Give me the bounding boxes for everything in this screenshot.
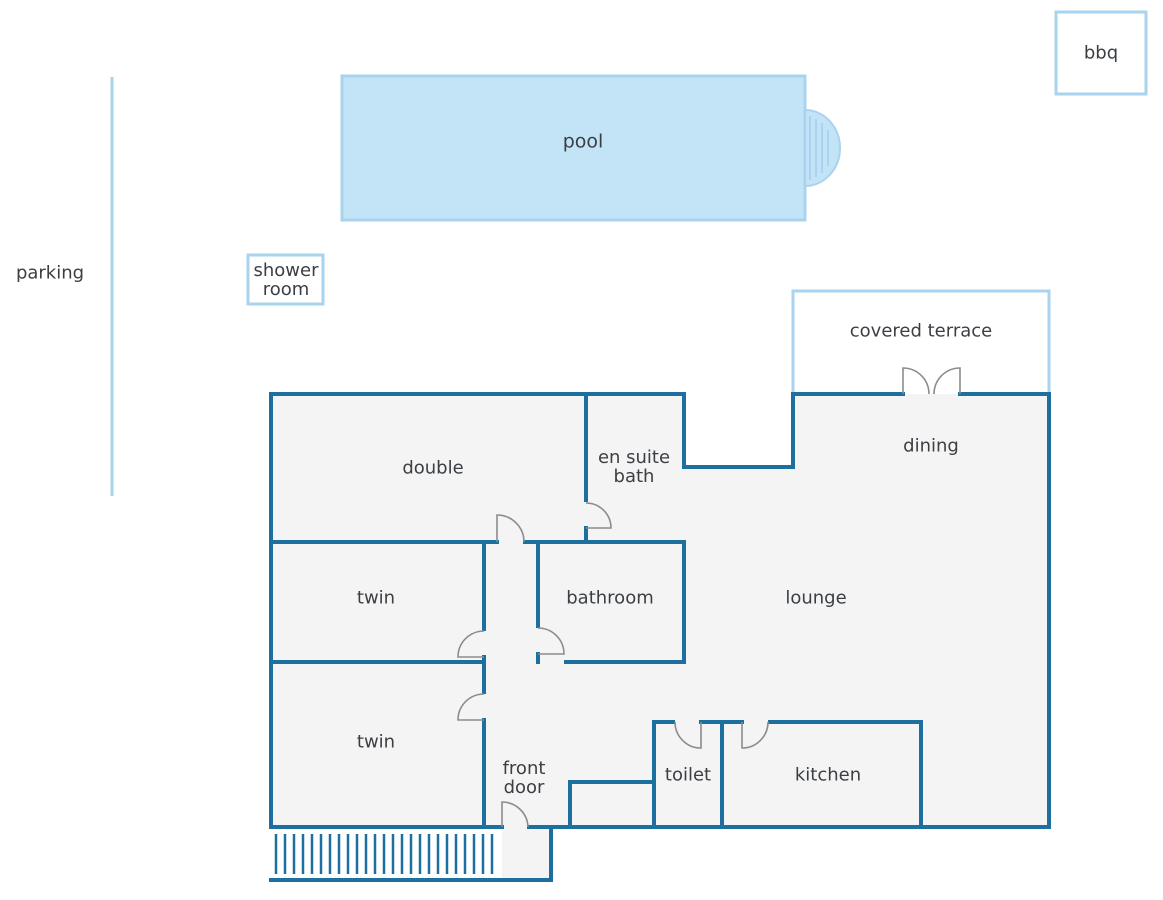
doors: [457, 367, 961, 828]
outer-wall: [269, 392, 1051, 829]
door-terrace-right: [933, 367, 961, 395]
door-terrace-left: [902, 367, 930, 395]
dining-label: dining: [903, 435, 959, 457]
shower-room-label-line2: room: [262, 279, 310, 300]
pool-step-lines: [809, 116, 829, 180]
landing-wall: [269, 825, 553, 882]
twin-bedroom-upper-label: twin: [356, 587, 396, 609]
front-door-label-line2: door: [503, 777, 545, 798]
toilet-label: toilet: [664, 764, 712, 786]
bathroom-label: bathroom: [566, 587, 654, 609]
en-suite-label-line2: bath: [613, 466, 655, 487]
door-twin-lower: [457, 693, 485, 721]
parking-label: parking: [15, 262, 85, 284]
door-kitchen: [741, 721, 769, 749]
covered-terrace: [791, 289, 1051, 393]
covered-terrace-label: covered terrace: [849, 320, 993, 342]
shower-room-label: shower room: [254, 261, 319, 299]
pool: [340, 74, 807, 222]
door-double: [496, 514, 525, 543]
door-bathroom: [537, 627, 565, 655]
twin-bedroom-lower-label: twin: [356, 731, 396, 753]
bbq-area: [1054, 10, 1148, 96]
front-door-label-line1: front: [502, 758, 546, 779]
en-suite-label-line1: en suite: [597, 447, 671, 468]
double-bedroom-label: double: [402, 457, 464, 479]
door-toilet: [674, 721, 702, 749]
en-suite-bath-label: en suite bath: [598, 448, 670, 486]
shower-room: [246, 253, 325, 306]
entry-landing: [502, 827, 551, 880]
door-front: [501, 801, 529, 828]
door-twin-upper: [457, 630, 485, 658]
entry-stairs: [274, 834, 494, 874]
bbq-label: bbq: [1083, 42, 1119, 64]
shower-room-label-line1: shower: [253, 260, 319, 281]
walls: [269, 392, 1051, 882]
pool-label: pool: [562, 130, 604, 153]
front-door-label: front door: [503, 759, 546, 797]
wall-closet: [568, 780, 656, 829]
lounge-label: lounge: [785, 587, 847, 609]
wall-bathroom: [536, 540, 686, 664]
door-ensuite: [585, 502, 612, 529]
house-floor: [271, 394, 1049, 827]
kitchen-label: kitchen: [794, 764, 862, 786]
